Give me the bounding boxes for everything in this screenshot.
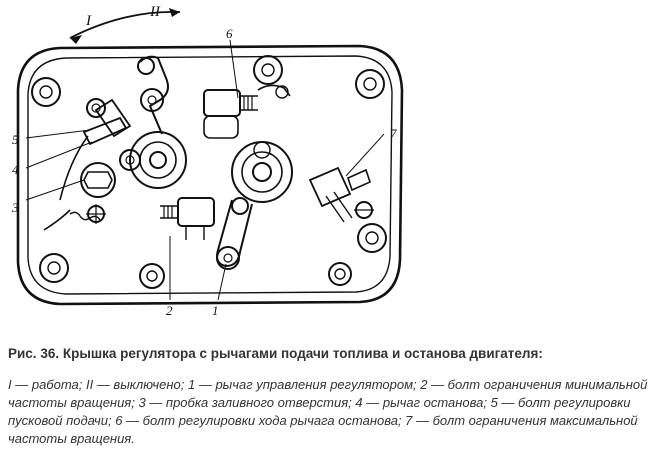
- filler-plug: [80, 162, 116, 198]
- figure-legend: I — работа; II — выключено; 1 — рычаг уп…: [8, 377, 648, 446]
- stop-shaft-boss: [129, 55, 187, 189]
- callout-2: 2: [166, 303, 173, 318]
- callout-5: 5: [12, 132, 19, 147]
- mode-label-work: I: [85, 13, 92, 29]
- control-lever: [216, 141, 293, 270]
- callout-6: 6: [226, 26, 233, 41]
- regulator-cover-housing: [16, 44, 404, 306]
- stop-stroke-bolt: [203, 84, 291, 139]
- stop-lever: [43, 98, 132, 231]
- figure-caption: Рис. 36. Крышка регулятора с рычагами по…: [8, 346, 543, 361]
- mounting-bolts: [31, 55, 387, 289]
- callout-7: 7: [390, 126, 397, 141]
- callout-3: 3: [11, 200, 19, 215]
- technical-drawing: I II: [11, 4, 404, 318]
- mode-arrow: I II: [69, 4, 181, 44]
- max-speed-bolt: [308, 166, 374, 223]
- callout-labels: 1 2 3 4 5 6 7: [11, 26, 397, 318]
- callout-4: 4: [12, 162, 19, 177]
- callout-1: 1: [212, 303, 219, 318]
- callout-leaders: [25, 39, 385, 301]
- min-speed-bolt: [160, 197, 215, 240]
- mode-label-off: II: [149, 4, 161, 20]
